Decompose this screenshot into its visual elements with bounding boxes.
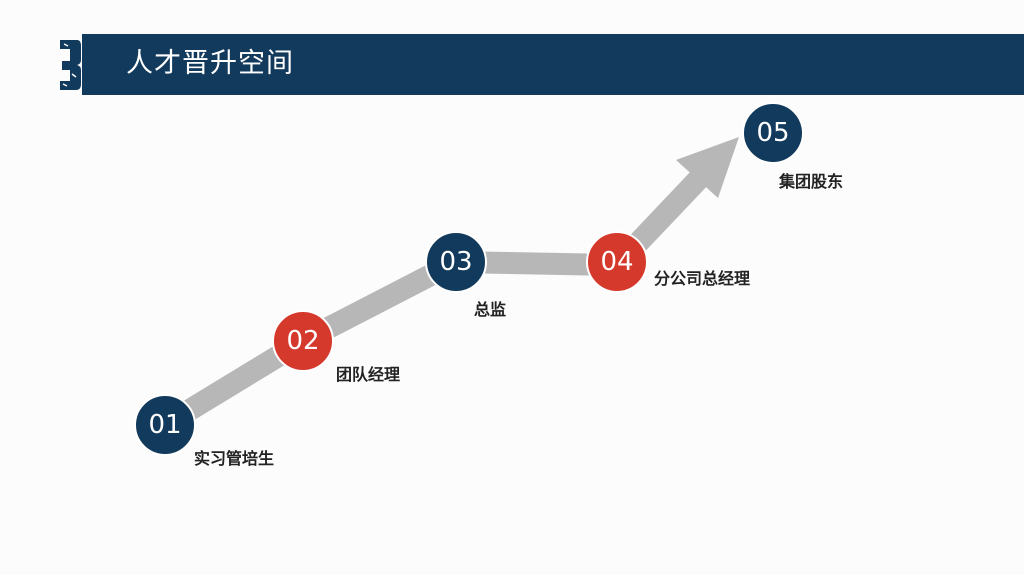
step-circle-01: [134, 394, 196, 456]
step-number-04: 04: [600, 247, 634, 277]
arrow-head: [676, 137, 739, 198]
step-circle-02: [272, 310, 334, 372]
step-number-05: 05: [756, 118, 790, 148]
step-circle-04: [586, 231, 648, 293]
step-circle-03: [425, 231, 487, 293]
step-label-05: 集团股东: [779, 172, 844, 191]
step-label-01: 实习管培生: [194, 449, 275, 468]
arrow-shaft: [159, 158, 719, 435]
step-number-01: 01: [148, 410, 182, 440]
step-label-02: 团队经理: [336, 365, 401, 384]
header-bar: [58, 34, 1024, 95]
step-label-04: 分公司总经理: [654, 269, 751, 288]
step-label-03: 总监: [474, 300, 507, 319]
section-number-badge: [58, 34, 82, 95]
step-number-02: 02: [286, 326, 320, 356]
page-title: 人才晋升空间: [126, 48, 294, 79]
step-number-03: 03: [439, 247, 473, 277]
step-circle-05: [742, 102, 804, 164]
